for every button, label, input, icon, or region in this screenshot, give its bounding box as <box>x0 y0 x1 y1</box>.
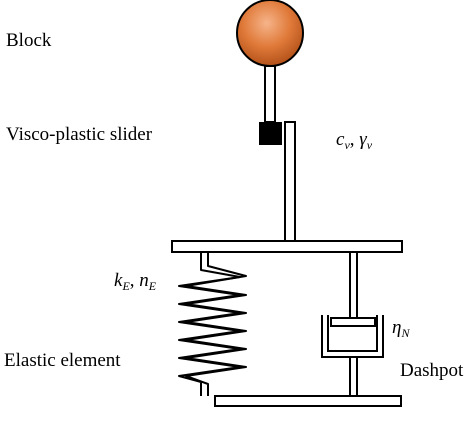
spring-param-1-sub: E <box>121 279 130 293</box>
block-ball <box>236 0 304 67</box>
slider-params: cv, γv <box>336 129 373 152</box>
slider-param-1-sub: v <box>344 138 350 152</box>
dashpot <box>321 251 384 397</box>
slider-label: Visco-plastic slider <box>6 124 153 145</box>
spring-sep: , <box>130 270 140 291</box>
slider-param-1-base: c <box>336 129 345 150</box>
elastic-element-spring <box>178 252 247 396</box>
spring-param-2-sub: E <box>148 279 157 293</box>
dashpot-param-base: η <box>392 317 401 338</box>
slider-param-2-sub: v <box>367 138 373 152</box>
spring-params: kE, nE <box>114 270 157 293</box>
dashpot-label: Dashpot <box>400 360 464 381</box>
slider-guide-rod <box>284 121 296 243</box>
bottom-plate <box>214 395 402 407</box>
dashpot-param-sub: N <box>400 326 410 340</box>
slider-sep: , <box>350 129 360 150</box>
top-plate <box>171 240 403 253</box>
block-label: Block <box>6 30 52 51</box>
visco-plastic-slider <box>259 122 282 145</box>
dashpot-param: ηN <box>392 317 410 340</box>
block-rod <box>264 65 276 123</box>
slider-param-2-base: γ <box>359 129 367 150</box>
elastic-element-label: Elastic element <box>4 350 121 371</box>
spring-param-2-base: n <box>139 270 149 291</box>
spring-param-1-base: k <box>114 270 123 291</box>
